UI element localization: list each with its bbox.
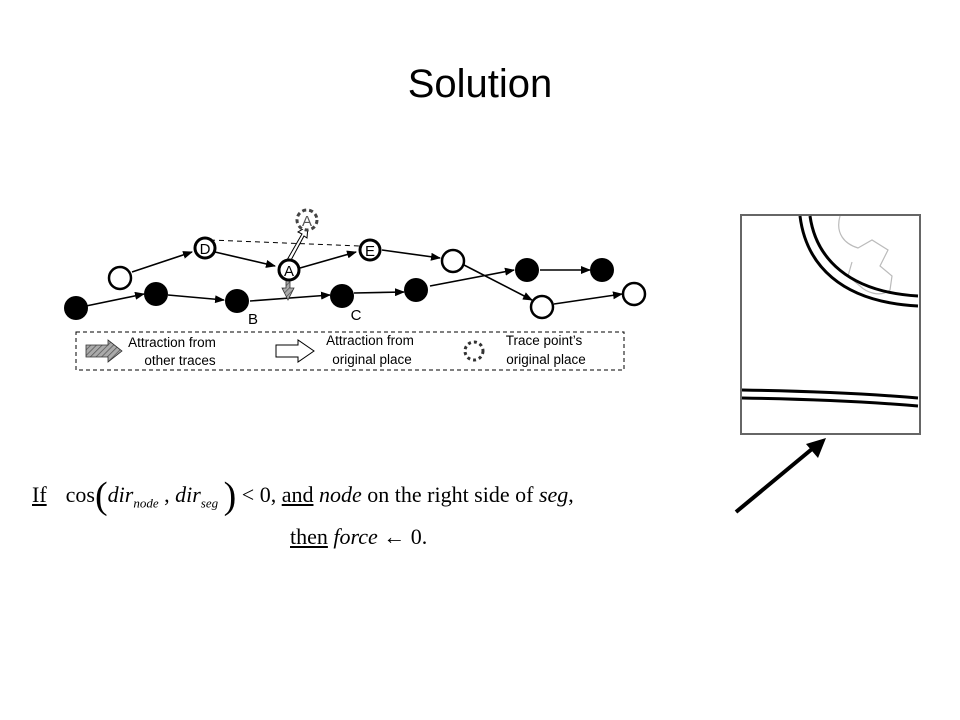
trace-node (404, 278, 428, 302)
legend-2-line2: original place (332, 352, 412, 367)
node-c (330, 284, 354, 308)
label-a-original: A (302, 213, 312, 230)
white-arrow-icon (275, 339, 315, 363)
label-b: B (248, 311, 258, 328)
trace-node (590, 258, 614, 282)
pointer-arrow-icon (734, 438, 826, 514)
road-curve (798, 215, 919, 308)
trace-node (144, 282, 168, 306)
trace-diagram: D E A A B C Attraction from other traces… (64, 208, 647, 371)
open-paren: ( (94, 475, 108, 517)
legend-2-line1: Attraction from (326, 333, 414, 348)
upper-trace (131, 249, 623, 305)
less-than-zero: < 0, (241, 482, 277, 507)
dir-node: dir (107, 482, 134, 507)
node-b (225, 289, 249, 313)
close-paren: ) (223, 475, 237, 517)
node-a-original (295, 208, 319, 232)
label-d: D (200, 241, 211, 258)
assign-zero: ← 0. (383, 524, 428, 549)
road-curve (808, 215, 919, 298)
label-a-current: A (284, 263, 294, 280)
node-word: node (318, 482, 362, 507)
trace-node (621, 281, 647, 307)
formula-line-1: If cos(dirnode , dirseg ) < 0, and node … (32, 474, 574, 518)
and-keyword: and (281, 482, 314, 507)
node-d (193, 236, 217, 260)
map-inset (740, 214, 921, 435)
road-straight (741, 388, 919, 400)
d-e-dashed-line (209, 239, 361, 247)
label-e: E (365, 243, 375, 260)
trace-node (440, 248, 466, 274)
grey-road-outline (838, 215, 893, 295)
legend-1-line2: other traces (144, 353, 216, 368)
trace-node (64, 296, 88, 320)
then-keyword: then (290, 524, 328, 549)
comma: , (164, 482, 170, 507)
hatched-arrow-icon (85, 339, 123, 363)
node-subscript: node (133, 495, 159, 511)
slide-title: Solution (407, 62, 553, 106)
legend-3-line2: original place (506, 352, 586, 367)
dir-seg: dir (175, 482, 201, 507)
road-straight (741, 396, 919, 408)
lower-trace (85, 266, 591, 307)
trace-node (529, 294, 555, 320)
node-e (358, 238, 382, 262)
legend: Attraction from other traces Attraction … (75, 331, 625, 371)
right-side-text: on the right side of (367, 482, 534, 507)
dashed-circle-icon (463, 340, 485, 362)
trace-node (515, 258, 539, 282)
seg-word: seg (538, 482, 569, 507)
formula-line-2: then force ← 0. (290, 524, 427, 550)
label-c: C (351, 307, 362, 324)
if-keyword: If (32, 482, 47, 507)
cos-function: cos (65, 482, 95, 507)
legend-3-line1: Trace point’s (506, 333, 583, 348)
force-word: force (333, 524, 378, 549)
white-force-arrow-icon (286, 225, 309, 263)
node-a-current (277, 258, 301, 282)
seg-subscript: seg (200, 495, 219, 511)
legend-1-line1: Attraction from (128, 335, 216, 350)
trace-node (107, 265, 133, 291)
end-comma: , (568, 482, 574, 507)
